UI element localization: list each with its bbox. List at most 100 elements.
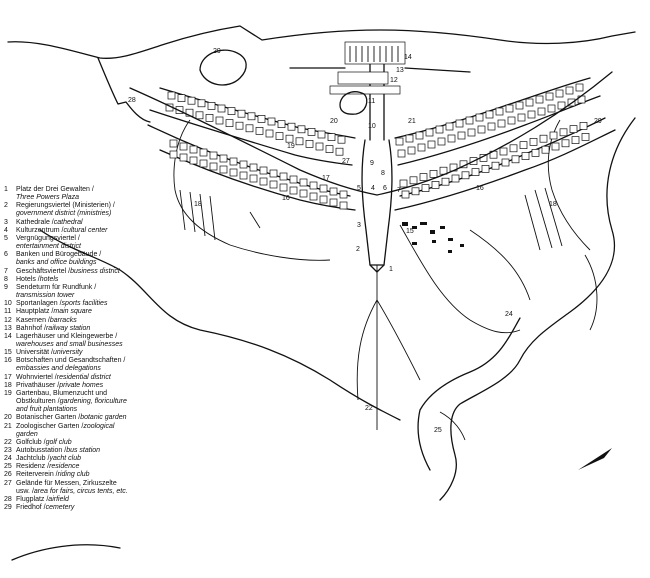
legend-number xyxy=(4,365,16,373)
legend-english-text: transmission tower xyxy=(16,292,75,300)
map-label: 16 xyxy=(476,185,484,192)
legend-german-text: Autobusstation / xyxy=(16,447,67,454)
superblock xyxy=(551,142,560,151)
superblock xyxy=(209,162,218,171)
superblock xyxy=(397,149,406,158)
map-label: 14 xyxy=(404,54,412,61)
legend-german-text: Kasernen / xyxy=(16,316,50,324)
superblock xyxy=(259,177,268,186)
legend-english-text: warehouses and small businesses xyxy=(16,340,123,348)
map-label: 13 xyxy=(396,67,404,74)
superblock xyxy=(517,113,526,122)
map-label: 29 xyxy=(213,48,221,55)
map-label: 18 xyxy=(549,201,557,208)
superblock xyxy=(189,145,198,154)
legend-number: 17 xyxy=(4,373,12,381)
superblock xyxy=(245,124,254,133)
legend-number: 20 xyxy=(4,414,12,422)
legend-german-text: Sendeturm für Rundfunk / xyxy=(16,283,97,291)
superblock xyxy=(419,173,428,181)
superblock xyxy=(219,165,228,174)
superblock xyxy=(441,177,450,186)
superblock xyxy=(257,115,266,123)
legend-german-text: Botschaften und Gesandtschaften / xyxy=(16,357,126,365)
superblock xyxy=(169,139,178,148)
superblock xyxy=(407,146,416,155)
residential-axis-road xyxy=(129,71,613,196)
map-label: 4 xyxy=(371,185,375,192)
legend-german-text: Botanischer Garten / xyxy=(16,414,81,422)
legend-number xyxy=(4,243,16,251)
map-label: 18 xyxy=(194,201,202,208)
legend-number: 8 xyxy=(4,275,8,283)
superblock xyxy=(299,189,308,198)
superblock xyxy=(559,128,568,137)
legend-line: garden xyxy=(4,431,154,439)
superblock xyxy=(315,142,324,151)
superblock xyxy=(475,113,484,122)
legend-german-text: Wohnviertel / xyxy=(16,373,57,381)
superblock xyxy=(561,139,570,148)
superblock xyxy=(445,122,454,131)
legend-number: 24 xyxy=(4,455,12,463)
map-label: 25 xyxy=(434,427,442,434)
legend-english-text: barracks xyxy=(49,316,77,324)
superblock xyxy=(437,137,446,146)
superblock xyxy=(177,94,186,102)
superblock xyxy=(235,121,244,130)
superblock xyxy=(555,89,564,98)
superblock xyxy=(199,148,208,157)
legend-line: banks and office buildings xyxy=(4,259,154,267)
superblock xyxy=(267,117,276,126)
legend-english-text: Three Powers Plaza xyxy=(16,194,80,202)
superblock xyxy=(405,134,414,143)
map-number-labels: 1 2 3 4 5 6 7 8 9 10 11 12 13 14 15 16 1… xyxy=(128,48,602,434)
superblock xyxy=(545,92,554,101)
superblock xyxy=(527,110,536,119)
legend-line: warehouses and small businesses xyxy=(4,341,154,349)
superblock xyxy=(495,107,504,116)
legend-english-text: embassies and delegations xyxy=(16,365,101,373)
legend-german-text: Universität / xyxy=(16,349,53,357)
airfield-area xyxy=(97,57,151,123)
legend-number: 28 xyxy=(4,495,12,503)
legend-german-text: Geschäftsviertel / xyxy=(16,267,71,275)
superblock xyxy=(575,83,584,92)
superblock xyxy=(467,128,476,137)
legend-number: 19 xyxy=(4,389,12,397)
superblock xyxy=(497,119,506,128)
superblock xyxy=(237,109,246,118)
legend-english-text: garden xyxy=(16,430,38,438)
superblock xyxy=(465,116,474,125)
private-homes-left xyxy=(179,189,261,241)
superblock xyxy=(525,98,534,107)
superblock xyxy=(571,136,580,144)
superblock xyxy=(487,122,496,131)
legend-german-text: Hotels / xyxy=(16,275,40,283)
legend-number xyxy=(4,194,16,202)
legend-german-text: Hauptplatz / xyxy=(16,308,54,316)
superblock xyxy=(429,170,438,178)
legend-english-text: residence xyxy=(49,463,80,471)
map-label: 2 xyxy=(356,246,360,253)
superblock xyxy=(337,135,346,144)
superblock xyxy=(187,96,196,105)
legend-english-text: private homes xyxy=(59,381,104,389)
lake-inner-shore xyxy=(173,119,598,441)
lake-shoreline xyxy=(7,25,636,561)
superblock xyxy=(195,111,204,120)
legend-english-text: banks and office buildings xyxy=(16,259,97,267)
superblock xyxy=(305,140,314,148)
